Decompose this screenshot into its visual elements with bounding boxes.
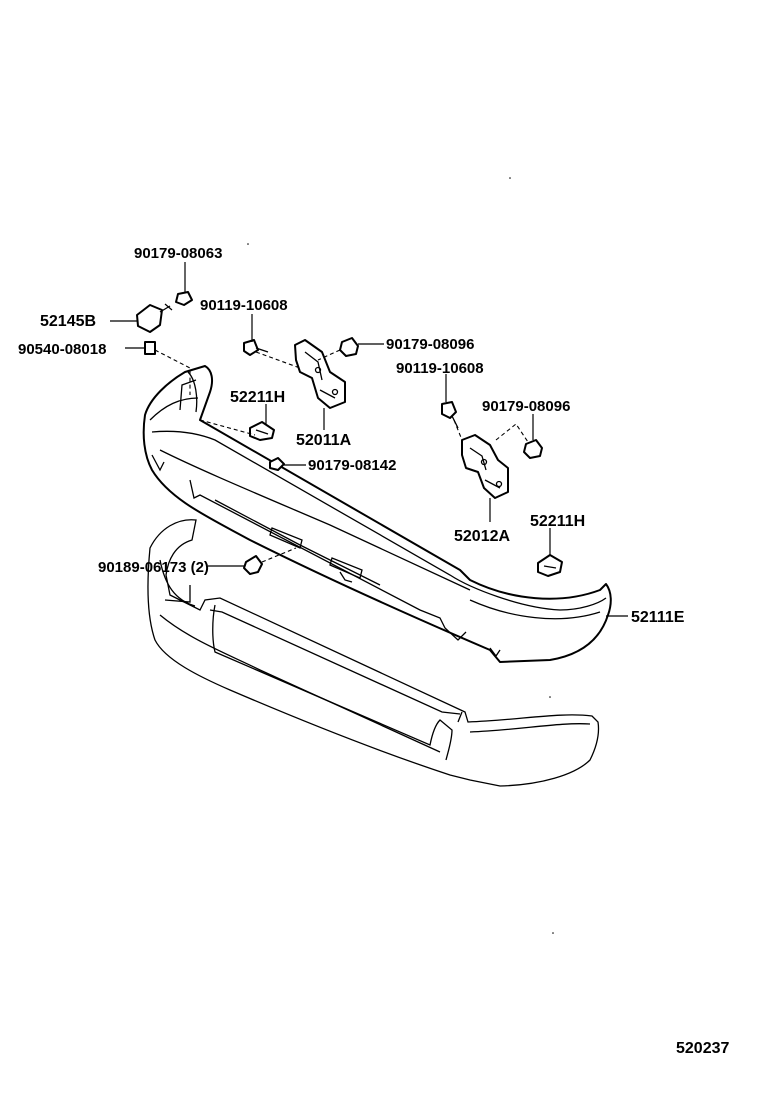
- label-52145b: 52145B: [40, 313, 96, 330]
- label-90540-08018: 90540-08018: [18, 341, 106, 358]
- label-90189-06173: 90189-06173 (2): [98, 559, 209, 576]
- label-90179-08096-b: 90179-08096: [482, 398, 570, 415]
- speck: [549, 696, 551, 698]
- fastener-90179-08063: [175, 291, 193, 306]
- label-90179-08096-a: 90179-08096: [386, 336, 474, 353]
- bumper-bar: [142, 365, 612, 663]
- label-90119-10608-b: 90119-10608: [396, 360, 484, 377]
- clip-90189-06173: [243, 555, 263, 575]
- bracket-52012a: [461, 434, 509, 499]
- lower-bumper-cover: [147, 519, 600, 787]
- label-90179-08142: 90179-08142: [308, 457, 396, 474]
- clip-90179-08142: [269, 457, 285, 471]
- label-52211h-a: 52211H: [230, 389, 285, 406]
- fastener-90540-08018: [144, 341, 156, 355]
- retainer-52211h-b: [537, 554, 563, 577]
- bracket-52011a: [294, 339, 346, 409]
- bolt-90119-10608-b: [441, 401, 459, 429]
- leader-lines: [110, 262, 628, 617]
- label-90179-08063: 90179-08063: [134, 245, 222, 262]
- speck: [509, 177, 511, 179]
- nut-90179-08096-a: [339, 337, 359, 357]
- figure-number: 520237: [676, 1040, 729, 1057]
- label-52111e: 52111E: [631, 609, 685, 626]
- bracket-52145b: [136, 303, 173, 333]
- retainer-52211h-a: [249, 421, 275, 441]
- label-52211h-b: 52211H: [530, 513, 585, 530]
- label-52011a: 52011A: [296, 432, 352, 449]
- nut-90179-08096-b: [523, 439, 543, 459]
- assembly-lines: [154, 349, 529, 563]
- label-52012a: 52012A: [454, 528, 510, 545]
- bolt-90119-10608-a: [243, 339, 269, 356]
- label-90119-10608-a: 90119-10608: [200, 297, 288, 314]
- speck: [247, 243, 249, 245]
- part-labels: 90179-08063 90119-10608 52145B 90540-080…: [18, 245, 729, 1057]
- speck: [552, 932, 554, 934]
